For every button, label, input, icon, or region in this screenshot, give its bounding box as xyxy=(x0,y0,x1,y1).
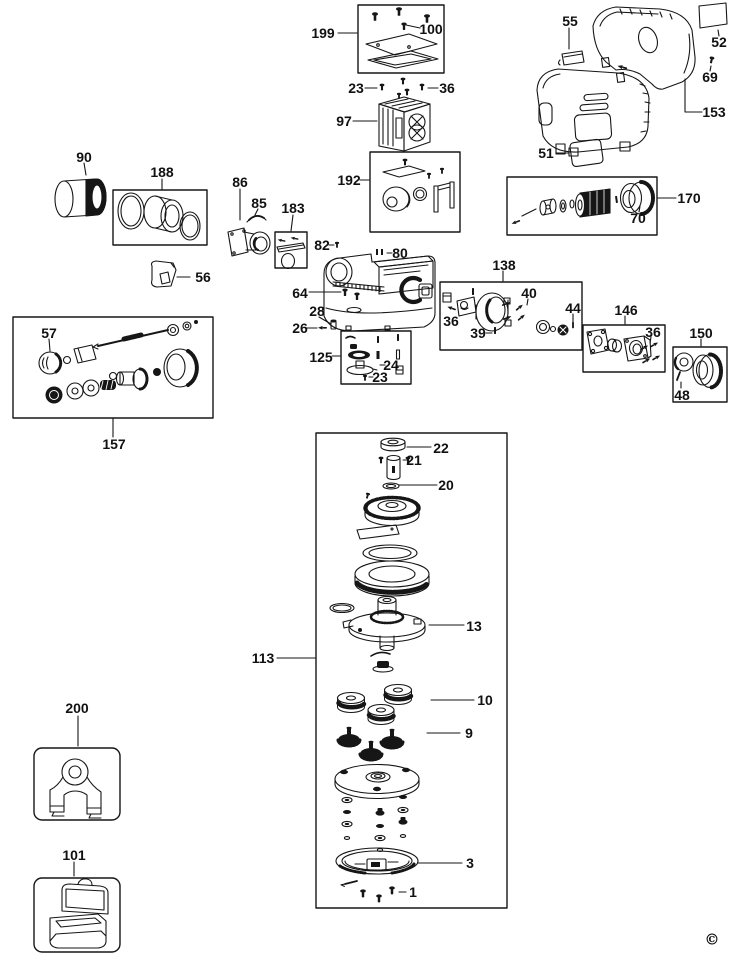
clip-85 xyxy=(246,215,267,223)
end-bracket-kit-146 xyxy=(586,328,662,365)
callout-9: 9 xyxy=(465,725,473,741)
bracket-56 xyxy=(150,260,177,288)
label-plate-52 xyxy=(698,2,728,29)
callout-146: 146 xyxy=(614,302,638,318)
ring-set-188 xyxy=(117,192,201,241)
callout-82: 82 xyxy=(314,237,330,253)
callout-113: 113 xyxy=(251,650,275,666)
callout-36-top: 36 xyxy=(439,80,455,96)
bar-kit-183 xyxy=(276,235,306,270)
callout-23-box125: 23 xyxy=(372,369,388,385)
gear-housing xyxy=(323,253,436,332)
callout-24: 24 xyxy=(383,357,399,373)
kit-box-101 xyxy=(49,878,109,949)
callout-48: 48 xyxy=(674,387,690,403)
armature-assembly-170 xyxy=(510,180,655,226)
callout-192: 192 xyxy=(337,172,361,188)
leader-lines xyxy=(48,24,720,893)
callout-13: 13 xyxy=(466,618,482,634)
callout-3: 3 xyxy=(466,855,474,871)
callout-36-box146: 36 xyxy=(645,324,661,340)
valve-kit-125 xyxy=(345,333,404,382)
callout-51: 51 xyxy=(538,145,554,161)
callout-10: 10 xyxy=(477,692,493,708)
callout-55: 55 xyxy=(562,13,578,29)
callout-23-top: 23 xyxy=(348,80,364,96)
switch-block-97 xyxy=(378,92,431,152)
callout-40: 40 xyxy=(521,285,537,301)
callout-28: 28 xyxy=(309,303,325,319)
label-plate-51 xyxy=(569,138,604,168)
pad-drive-stack-113 xyxy=(329,437,430,903)
callout-199: 199 xyxy=(311,25,335,41)
top-cover-parts-199 xyxy=(365,6,439,69)
callout-20: 20 xyxy=(438,477,454,493)
callout-80: 80 xyxy=(392,245,408,261)
upper-clamshell-housing xyxy=(592,6,696,90)
callout-100: 100 xyxy=(419,21,443,37)
callout-70: 70 xyxy=(630,210,646,226)
callout-52: 52 xyxy=(711,34,727,50)
callout-90: 90 xyxy=(76,149,92,165)
copyright-mark: © xyxy=(704,930,720,949)
detail-boxes xyxy=(12,4,728,953)
brush-ring-assembly-138 xyxy=(442,287,575,336)
callout-125: 125 xyxy=(309,349,333,365)
shaft-assembly-157 xyxy=(38,320,199,404)
bearing-housing-86 xyxy=(227,227,271,257)
callout-56: 56 xyxy=(195,269,211,285)
pins-80 xyxy=(376,249,383,255)
pad-wrench-200 xyxy=(49,758,102,819)
callout-1: 1 xyxy=(409,884,417,900)
callout-97: 97 xyxy=(336,113,352,129)
callout-138: 138 xyxy=(492,257,516,273)
gasket-kit-192 xyxy=(382,158,455,213)
callout-26: 26 xyxy=(292,320,308,336)
callout-69: 69 xyxy=(702,69,718,85)
callout-44: 44 xyxy=(565,300,581,316)
callout-57: 57 xyxy=(41,325,57,341)
part-55 xyxy=(557,50,585,66)
callout-200: 200 xyxy=(65,700,89,716)
callout-188: 188 xyxy=(150,164,174,180)
callout-183: 183 xyxy=(281,200,305,216)
callout-22: 22 xyxy=(433,440,449,456)
drive-wheel-kit-150 xyxy=(673,352,723,390)
callout-39: 39 xyxy=(470,325,486,341)
callout-150: 150 xyxy=(689,325,713,341)
callout-64: 64 xyxy=(292,285,308,301)
callout-157: 157 xyxy=(102,436,126,452)
callout-86: 86 xyxy=(232,174,248,190)
callout-153: 153 xyxy=(702,104,726,120)
callout-85: 85 xyxy=(251,195,267,211)
callout-170: 170 xyxy=(677,190,701,206)
part-28 xyxy=(330,319,337,330)
callout-21: 21 xyxy=(406,452,422,468)
callout-36-box138: 36 xyxy=(443,313,459,329)
outer-sleeve-90 xyxy=(54,178,107,218)
callout-101: 101 xyxy=(62,847,86,863)
